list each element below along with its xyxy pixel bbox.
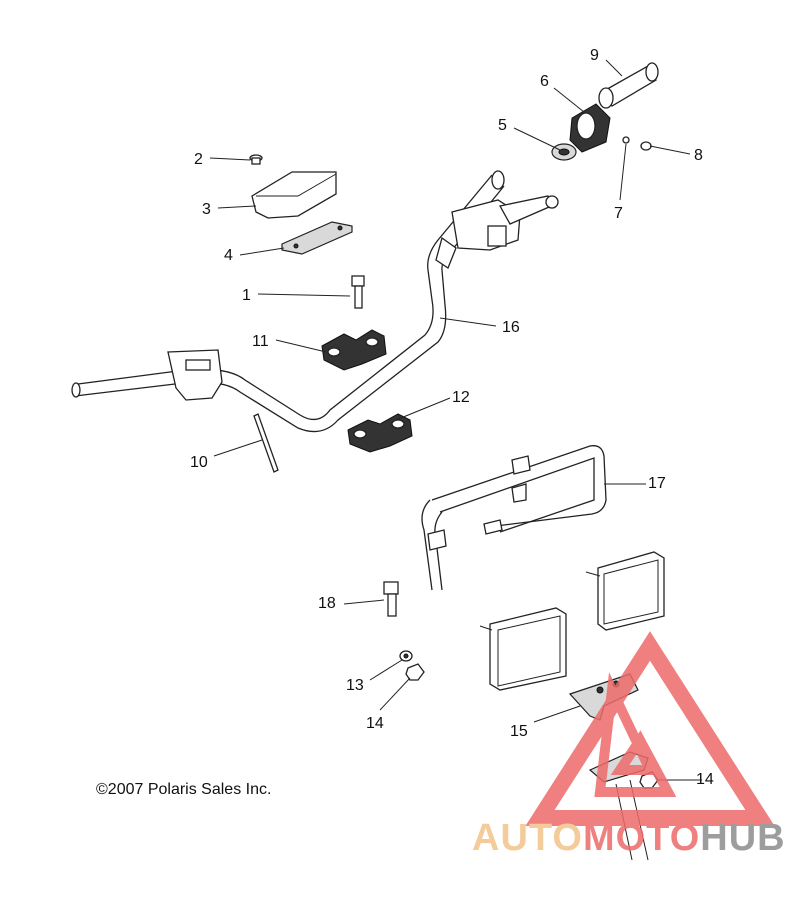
watermark-logo: AUTOMOTOHUB [472, 631, 786, 859]
cable-tie-part-10 [253, 413, 279, 473]
callout-11: 11 [252, 333, 269, 350]
callout-2: 2 [194, 151, 203, 168]
plate-part-4 [281, 221, 353, 255]
handlebar-part-16 [71, 170, 559, 433]
callout-5: 5 [498, 117, 507, 134]
callout-17: 17 [648, 475, 666, 492]
copyright-notice: ©2007 Polaris Sales Inc. [96, 781, 271, 798]
screw-part-8 [640, 141, 652, 151]
nut-part-14 [405, 663, 425, 681]
watermark-triangle [525, 631, 775, 826]
cover-part-3 [251, 171, 337, 219]
callout-labels: 1 2 3 4 5 6 7 8 9 10 11 12 13 14 14 15 1… [190, 47, 714, 788]
callout-7: 7 [614, 205, 623, 222]
watermark-text-hub: HUB [700, 817, 785, 859]
pin-part-7 [622, 136, 630, 144]
callout-14-b: 14 [696, 771, 714, 788]
leader-lines [209, 59, 702, 781]
washer-part-5 [551, 143, 577, 161]
headlight-left [479, 607, 567, 691]
callout-16: 16 [502, 319, 520, 336]
watermark-text-auto: AUTO [472, 817, 583, 859]
callout-13: 13 [346, 677, 364, 694]
washer-part-13 [399, 650, 413, 662]
watermark-inner-mark [594, 672, 677, 797]
rack-frame-part-17 [421, 445, 607, 591]
callout-9: 9 [590, 47, 599, 64]
bolt-part-18 [383, 581, 399, 617]
callout-12: 12 [452, 389, 470, 406]
bolt-part-1 [351, 275, 365, 309]
throttle-housing-part-6 [569, 103, 611, 153]
callout-15: 15 [510, 723, 528, 740]
callout-4: 4 [224, 247, 233, 264]
svg-text:AUTOMOTOHUB: AUTOMOTOHUB [472, 817, 786, 859]
upper-clamp-part-11 [321, 329, 387, 371]
callout-8: 8 [694, 147, 703, 164]
callout-18: 18 [318, 595, 336, 612]
callout-10: 10 [190, 454, 208, 471]
callout-14-a: 14 [366, 715, 384, 732]
callout-6: 6 [540, 73, 549, 90]
headlight-right [585, 551, 665, 631]
screw-part-2 [249, 154, 263, 165]
callout-3: 3 [202, 201, 211, 218]
watermark-text-moto: MOTO [583, 817, 700, 859]
callout-1: 1 [242, 287, 251, 304]
lower-clamp-part-12 [347, 413, 413, 453]
grip-part-9 [598, 62, 659, 109]
